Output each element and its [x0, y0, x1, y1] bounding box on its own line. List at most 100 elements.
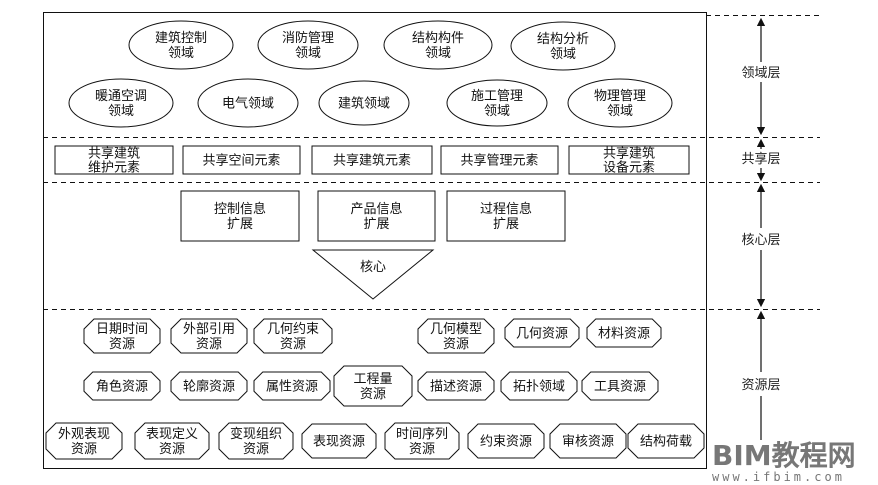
resource-octagon [333, 365, 413, 407]
resource-octagon-text: 几何模型 [430, 321, 482, 337]
domain-ellipse-text: 建筑控制 [155, 30, 207, 46]
kernel-label: 核心 [360, 260, 386, 275]
resource-octagon [549, 423, 627, 459]
resource-octagon-text: 日期时间 [96, 322, 148, 337]
resource-octagon [83, 318, 161, 354]
domain-layer-group: 建筑控制领域消防管理领域结构构件领域结构分析领域暖通空调领域电气领域建筑领域施工… [68, 20, 673, 128]
domain-ellipse [510, 21, 616, 71]
resource-octagon [504, 318, 580, 348]
resource-octagon [384, 422, 460, 460]
domain-ellipse [197, 78, 299, 128]
shared-layer-group: 共享建筑维护元素共享空间元素共享建筑元素共享管理元素共享建筑设备元素 [54, 145, 690, 175]
resource-octagon [586, 318, 662, 348]
core-box-text: 控制信息 [214, 201, 266, 217]
resource-octagon-text: 角色资源 [96, 379, 148, 395]
resource-octagon [627, 423, 705, 459]
resource-octagon-text: 属性资源 [266, 380, 318, 395]
domain-ellipse-text: 结构分析 [537, 32, 589, 47]
resource-octagon-text: 变现组织 [230, 426, 282, 442]
shared-box [568, 145, 690, 175]
domain-ellipse-text: 消防管理 [282, 30, 334, 46]
resource-octagon-text: 外观表现 [58, 427, 110, 442]
shared-box-text: 共享管理元素 [460, 153, 538, 169]
resource-octagon [417, 371, 495, 401]
resource-octagon [170, 318, 248, 354]
resource-octagon-text: 资源 [159, 442, 185, 457]
watermark-url: www.ifbim.com [712, 470, 845, 484]
domain-ellipse [383, 20, 493, 70]
core-box-text: 产品信息 [350, 201, 402, 217]
shared-box [311, 145, 433, 175]
domain-ellipse-text: 施工管理 [471, 89, 523, 104]
resource-octagon [253, 318, 333, 354]
core-box-text: 扩展 [227, 217, 253, 232]
domain-layer-label: 领域层 [741, 66, 780, 81]
shared-box [54, 145, 174, 175]
domain-ellipse-text: 电气领域 [222, 96, 274, 112]
resource-octagon-text: 拓扑领域 [513, 380, 565, 395]
domain-ellipse [68, 78, 174, 128]
resource-layer-label: 资源层 [741, 378, 780, 393]
domain-ellipse-text: 物理管理 [594, 89, 646, 104]
domain-ellipse [446, 79, 548, 127]
resource-octagon [134, 422, 210, 460]
domain-ellipse-text: 结构构件 [412, 31, 464, 46]
shared-box-text: 共享建筑元素 [333, 153, 411, 169]
core-box [180, 190, 300, 242]
shared-box-text: 设备元素 [603, 159, 655, 175]
resource-octagon-text: 结构荷载 [640, 435, 692, 450]
domain-ellipse [567, 78, 673, 128]
shared-box-text: 共享建筑 [88, 145, 140, 161]
shared-box [182, 145, 301, 175]
resource-octagon [500, 371, 578, 401]
resource-octagon [417, 318, 495, 354]
watermark: BIM教程网 www.ifbim.com [712, 439, 856, 484]
resource-octagon-text: 资源 [109, 337, 135, 352]
core-layer-label: 核心层 [741, 233, 780, 248]
domain-ellipse-text: 建筑领域 [338, 96, 390, 112]
core-box [446, 190, 566, 242]
resource-octagon-text: 资源 [360, 387, 386, 402]
shared-box [440, 145, 559, 175]
resource-octagon [301, 423, 377, 459]
domain-ellipse-text: 领域 [295, 46, 321, 61]
resource-octagon-text: 外部引用 [183, 322, 235, 337]
kernel-triangle [311, 249, 435, 300]
domain-ellipse-text: 领域 [484, 104, 510, 119]
resource-octagon-text: 资源 [196, 337, 222, 352]
layer-separators [43, 15, 820, 310]
resource-octagon [467, 423, 545, 459]
resource-octagon [581, 371, 659, 401]
resource-octagon-text: 资源 [71, 442, 97, 457]
shared-layer-label: 共享层 [741, 151, 780, 167]
resource-layer-group: 日期时间资源外部引用资源几何约束资源几何模型资源几何资源材料资源角色资源轮廓资源… [45, 318, 705, 460]
resource-octagon [83, 371, 161, 401]
domain-ellipse [128, 20, 234, 70]
domain-ellipse-text: 领域 [108, 104, 134, 119]
core-box-text: 扩展 [493, 217, 519, 232]
core-box-text: 过程信息 [480, 201, 532, 217]
resource-octagon-text: 约束资源 [480, 435, 532, 450]
resource-octagon-text: 表现资源 [313, 435, 365, 450]
domain-ellipse [257, 20, 359, 70]
core-box [317, 190, 436, 242]
domain-ellipse-text: 暖通空调 [95, 89, 147, 104]
resource-octagon-text: 轮廓资源 [183, 379, 235, 395]
resource-octagon-text: 几何约束 [267, 321, 319, 337]
resource-octagon-text: 时间序列 [396, 427, 448, 442]
core-box-text: 扩展 [363, 217, 389, 232]
resource-octagon-text: 资源 [280, 337, 306, 352]
resource-octagon-text: 资源 [409, 442, 435, 457]
resource-octagon-text: 资源 [443, 337, 469, 352]
domain-ellipse [318, 80, 410, 126]
domain-ellipse-text: 领域 [550, 47, 576, 62]
shared-box-text: 共享建筑 [603, 145, 655, 161]
domain-ellipse-text: 领域 [607, 104, 633, 119]
watermark-logo: BIM教程网 [712, 439, 856, 472]
resource-octagon [170, 371, 248, 401]
diagram-frame [43, 12, 707, 469]
domain-ellipse-text: 领域 [168, 46, 194, 61]
resource-octagon-text: 表现定义 [146, 427, 198, 442]
